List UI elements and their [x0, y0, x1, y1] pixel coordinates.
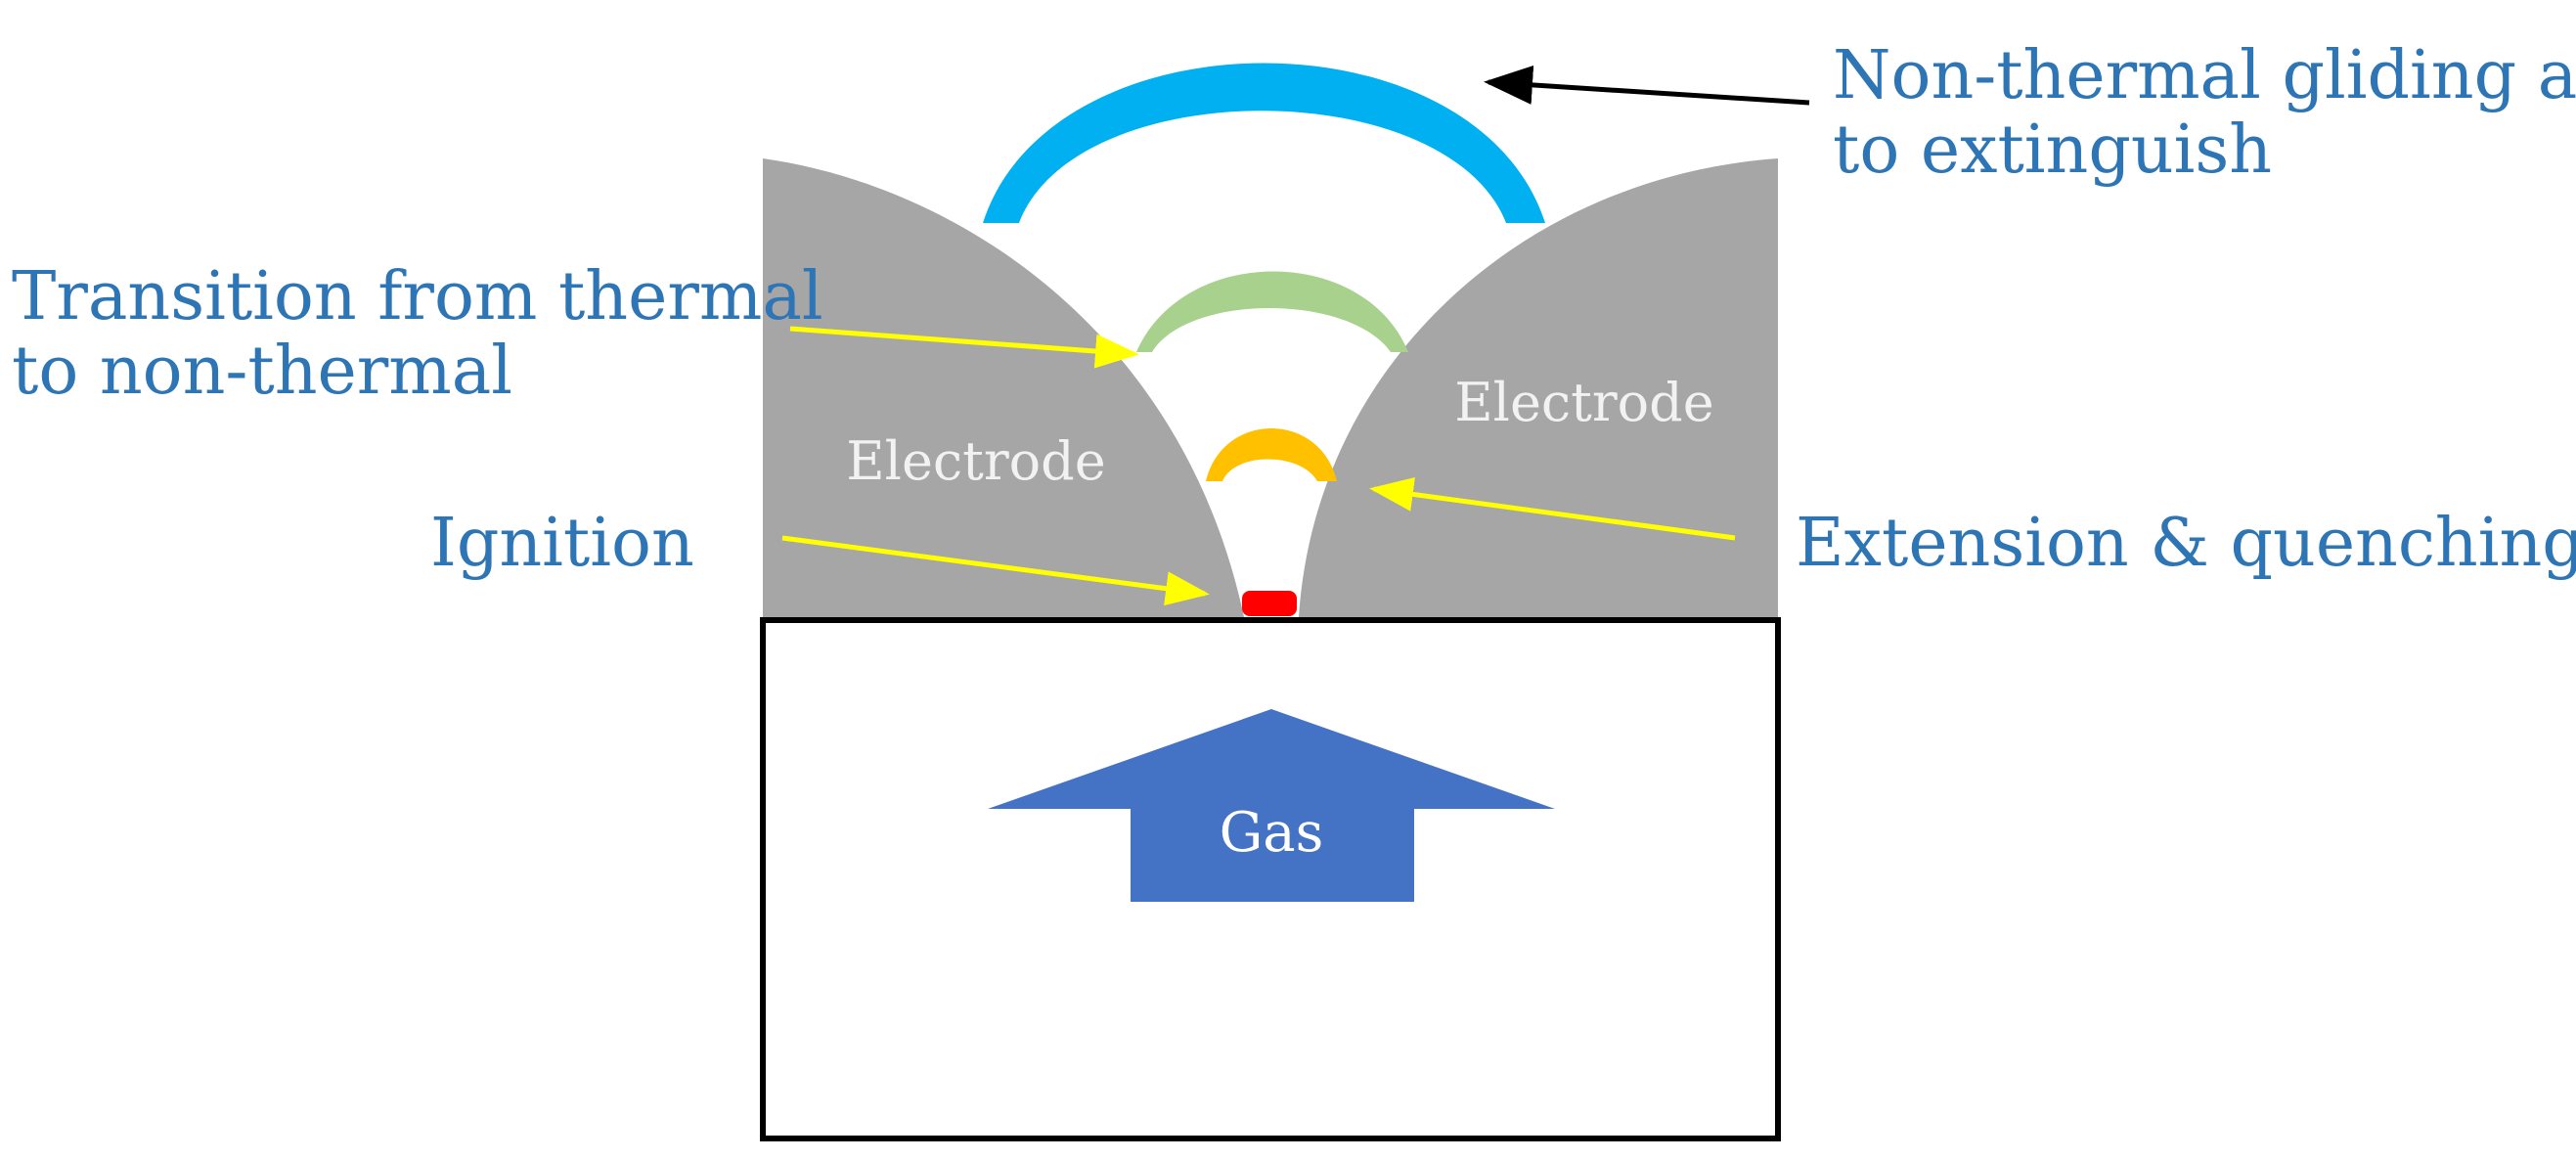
pointer-ignition: [781, 535, 1210, 606]
electrode-right-label: Electrode: [1454, 372, 1713, 433]
left-electrode: [763, 158, 1244, 617]
pointer-extension: [1369, 477, 1736, 541]
electrode-left-label: Electrode: [846, 430, 1105, 492]
extension-label: Extension & quenching: [1796, 505, 2576, 582]
ignition-label: Ignition: [430, 505, 694, 582]
arc-extinguish-label-line2: to extinguish: [1833, 112, 2272, 189]
right-electrode: [1299, 158, 1778, 617]
arc-extinguish: [983, 63, 1545, 223]
pointer-arc-extinguish: [1484, 65, 1810, 106]
gas-label: Gas: [1220, 801, 1324, 865]
arc-extension: [1206, 428, 1337, 481]
arc-extinguish-label-line1: Non-thermal gliding arc: [1833, 37, 2576, 114]
transition-label-line2: to non-thermal: [12, 333, 512, 410]
arrow-up-icon: [988, 709, 1555, 902]
arc-transition: [1136, 271, 1408, 352]
transition-label-line1: Transition from thermal: [12, 258, 823, 335]
pointer-transition: [789, 326, 1139, 369]
arc-ignition: [1242, 591, 1297, 616]
